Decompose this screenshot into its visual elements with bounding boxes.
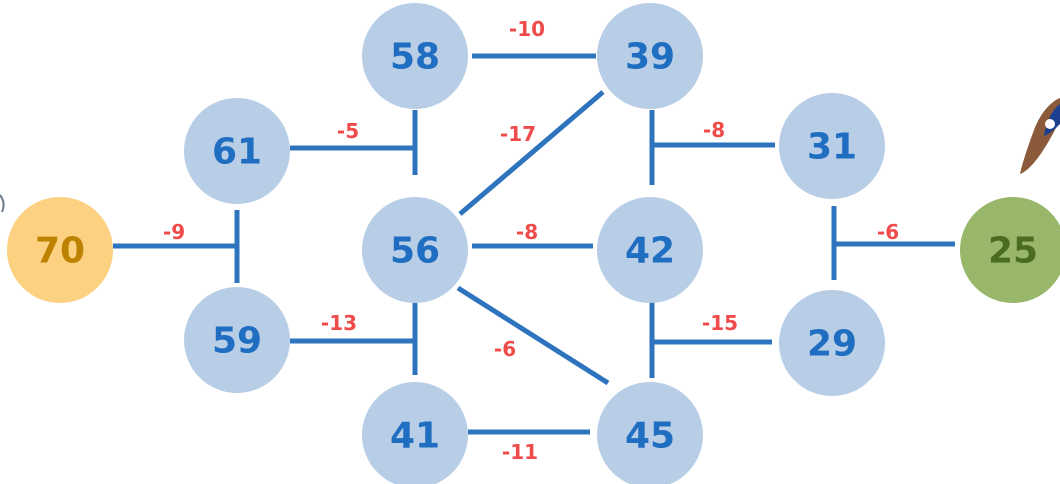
end-node: 25 <box>960 197 1060 303</box>
start-node: 70 <box>7 197 113 303</box>
node-label: 70 <box>35 231 85 272</box>
edge-weight-label: -8 <box>516 220 538 244</box>
left-edge-fragment <box>0 194 5 213</box>
edge-56-39 <box>458 90 605 216</box>
node-label: 41 <box>390 416 440 457</box>
edge-weight-label: -11 <box>502 440 538 464</box>
node-label: 61 <box>212 132 262 173</box>
edge-weight-label: -8 <box>703 118 725 142</box>
node-label: 45 <box>625 416 675 457</box>
edge-weight-label: -5 <box>337 119 359 143</box>
node-42: 42 <box>597 197 703 303</box>
node-45: 45 <box>597 382 703 484</box>
node-label: 29 <box>807 324 857 365</box>
node-41: 41 <box>362 382 468 484</box>
edge-45-29 <box>649 300 772 378</box>
edge-61-56 <box>290 110 418 175</box>
node-label: 39 <box>625 37 675 78</box>
node-label: 59 <box>212 321 262 362</box>
edge-weight-label: -17 <box>500 122 536 146</box>
edge-weight-label: -13 <box>321 311 357 335</box>
node-39: 39 <box>597 3 703 109</box>
node-label: 31 <box>807 127 857 168</box>
node-label: 56 <box>390 231 440 272</box>
node-58: 58 <box>362 3 468 109</box>
edge-weight-label: -6 <box>877 220 899 244</box>
edge-weight-label: -15 <box>702 311 738 335</box>
node-59: 59 <box>184 287 290 393</box>
node-56: 56 <box>362 197 468 303</box>
edge-56-45 <box>456 285 610 386</box>
node-label: 25 <box>988 231 1038 272</box>
edge-31-25 <box>831 206 955 280</box>
edge-70-61-59 <box>113 210 240 283</box>
edge-59-56 <box>290 303 418 375</box>
node-61: 61 <box>184 98 290 204</box>
edge-weight-label: -10 <box>509 17 545 41</box>
node-label: 58 <box>390 37 440 78</box>
edge-weight-label: -9 <box>163 220 185 244</box>
node-29: 29 <box>779 290 885 396</box>
edge-weight-label: -6 <box>494 337 516 361</box>
player-figure-fragment <box>1020 98 1060 174</box>
node-label: 42 <box>625 231 675 272</box>
node-31: 31 <box>779 93 885 199</box>
edge-39-31 <box>649 110 775 185</box>
